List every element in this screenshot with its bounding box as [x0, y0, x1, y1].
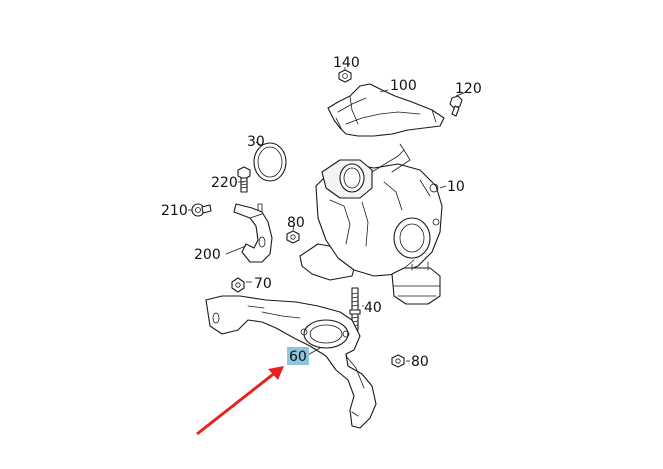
red-arrow-pointer — [196, 366, 284, 436]
callout-70: 70 — [254, 276, 272, 292]
callout-80-upper: 80 — [287, 215, 305, 231]
bracket-200[interactable] — [233, 203, 273, 263]
callout-220: 220 — [211, 175, 238, 191]
callout-140: 140 — [333, 55, 360, 71]
stud-40[interactable] — [349, 287, 361, 331]
callout-210: 210 — [161, 203, 188, 219]
callout-100: 100 — [390, 78, 417, 94]
callout-30: 30 — [247, 134, 265, 150]
callout-200: 200 — [194, 247, 221, 263]
nut-80-lower[interactable] — [391, 354, 405, 368]
nut-140[interactable] — [338, 69, 352, 83]
callout-labels: 140 100 120 30 10 220 210 80 200 70 40 8… — [161, 55, 482, 370]
gasket-ring-30[interactable] — [253, 142, 287, 182]
bolt-210[interactable] — [191, 203, 212, 217]
heat-shield-top[interactable] — [327, 83, 445, 137]
callout-40: 40 — [364, 300, 382, 316]
turbocharger-10[interactable] — [299, 143, 443, 305]
highlight-box — [287, 347, 309, 365]
bolt-120[interactable] — [449, 95, 463, 117]
highlight-callout-60[interactable]: 60 — [287, 347, 309, 365]
callout-60: 60 — [289, 349, 307, 365]
callout-120: 120 — [455, 81, 482, 97]
callout-80-lower: 80 — [411, 354, 429, 370]
callout-10: 10 — [447, 179, 465, 195]
bolt-220[interactable] — [237, 166, 251, 193]
heat-shield-lower-60[interactable] — [205, 295, 377, 429]
nut-70[interactable] — [231, 277, 245, 293]
nut-80-upper[interactable] — [286, 230, 300, 244]
